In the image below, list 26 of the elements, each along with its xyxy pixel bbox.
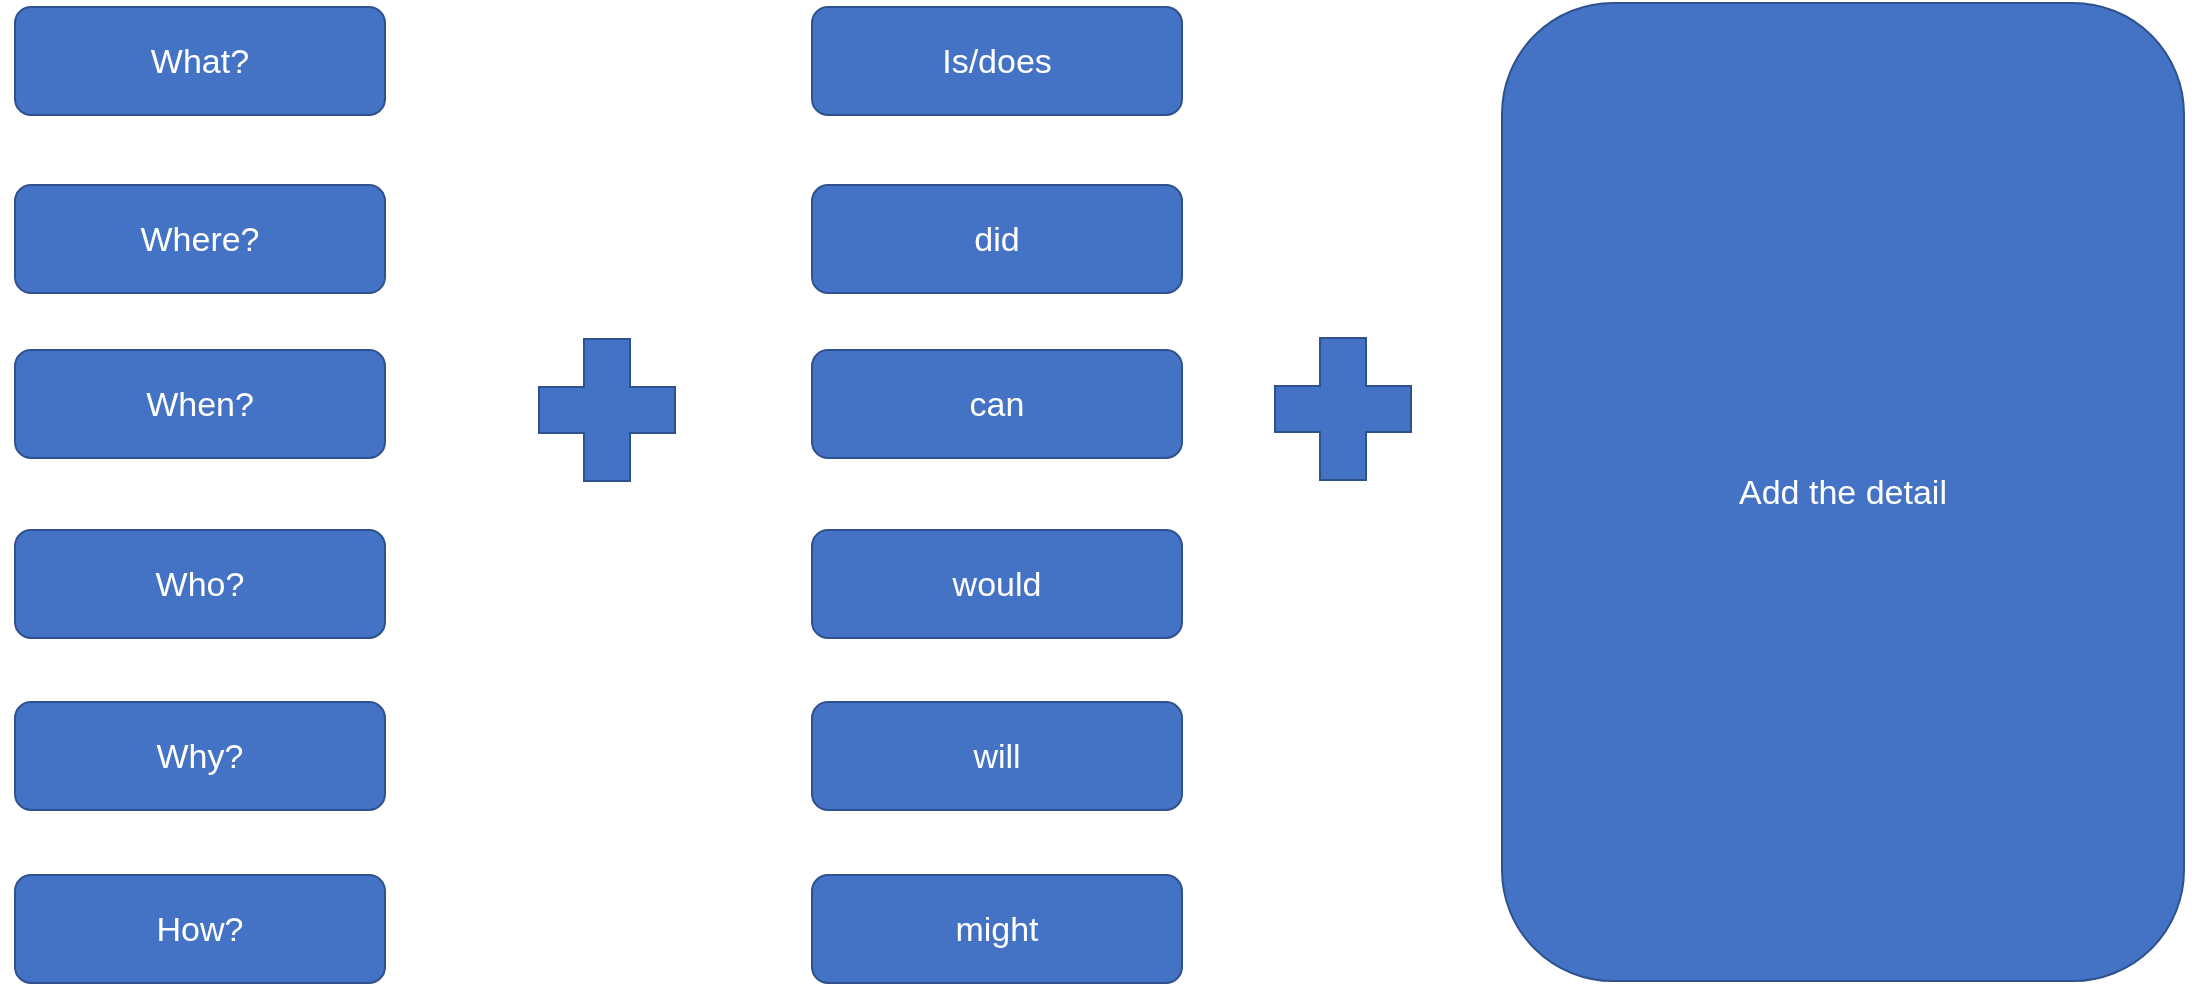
rounded-box [811, 6, 1183, 116]
rounded-box [1501, 2, 2185, 982]
rounded-box [14, 701, 386, 811]
rounded-box [14, 874, 386, 984]
box-label: Is/does [942, 41, 1052, 81]
rounded-box [14, 529, 386, 639]
box-label: What? [150, 41, 250, 81]
box-label: would [952, 564, 1042, 604]
box-label: How? [156, 909, 244, 949]
box-label: Why? [156, 736, 244, 776]
rounded-box [811, 349, 1183, 459]
rounded-box [811, 184, 1183, 294]
box-label: When? [146, 384, 254, 424]
box-label: can [969, 384, 1025, 424]
box-label: Add the detail [1739, 472, 1947, 512]
box-label: will [973, 736, 1021, 776]
rounded-box [14, 6, 386, 116]
box-label: did [974, 219, 1020, 259]
rounded-box [14, 349, 386, 459]
rounded-box [14, 184, 386, 294]
box-label: Who? [155, 564, 245, 604]
box-label: might [955, 909, 1039, 949]
rounded-box [811, 701, 1183, 811]
rounded-box [811, 529, 1183, 639]
rounded-box [811, 874, 1183, 984]
box-label: Where? [140, 219, 260, 259]
